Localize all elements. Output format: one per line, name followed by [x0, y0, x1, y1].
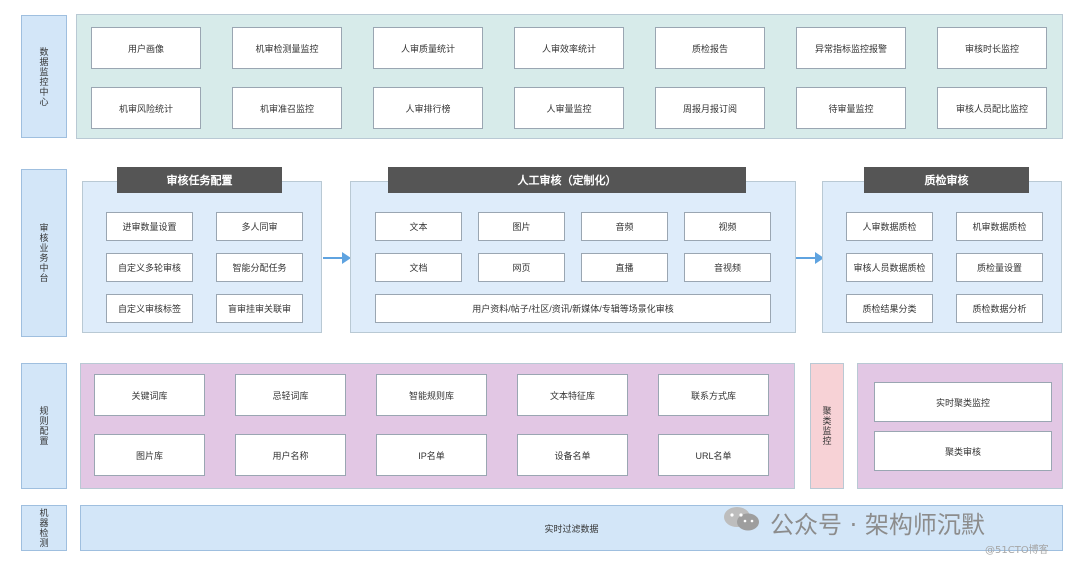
row-label-rules: 规则配置 — [21, 363, 67, 489]
rule-item: 文本特征库 — [517, 374, 628, 416]
monitor-item: 机审检测量监控 — [232, 27, 342, 69]
manual-review-title: 人工审核（定制化） — [388, 167, 746, 193]
task-config-item: 智能分配任务 — [216, 253, 303, 282]
rule-item: 图片库 — [94, 434, 205, 476]
monitor-item: 人审效率统计 — [514, 27, 624, 69]
monitor-item: 机审风险统计 — [91, 87, 201, 129]
quality-check-item: 质检量设置 — [956, 253, 1043, 282]
arrow-right-icon — [323, 251, 351, 265]
manual-review-item: 网页 — [478, 253, 565, 282]
quality-check-item: 审核人员数据质检 — [846, 253, 933, 282]
rule-item: 智能规则库 — [376, 374, 487, 416]
wechat-icon — [722, 504, 762, 534]
rule-item: 用户名称 — [235, 434, 346, 476]
manual-review-item: 图片 — [478, 212, 565, 241]
monitor-item: 待审量监控 — [796, 87, 906, 129]
quality-check-item: 机审数据质检 — [956, 212, 1043, 241]
task-config-item: 自定义多轮审核 — [106, 253, 193, 282]
quality-check-title: 质检审核 — [864, 167, 1029, 193]
rule-item: 联系方式库 — [658, 374, 769, 416]
manual-review-item: 音频 — [581, 212, 668, 241]
realtime-cluster-monitor-box: 实时聚类监控 — [874, 382, 1052, 422]
manual-review-item: 音视频 — [684, 253, 771, 282]
task-config-item: 盲审挂审关联审 — [216, 294, 303, 323]
cluster-monitor-label: 聚类监控 — [810, 363, 844, 489]
row-label-machine: 机器检测 — [21, 505, 67, 551]
rule-item: IP名单 — [376, 434, 487, 476]
monitor-item: 审核时长监控 — [937, 27, 1047, 69]
monitor-item: 人审量监控 — [514, 87, 624, 129]
manual-review-item: 文本 — [375, 212, 462, 241]
monitor-item: 周报月报订阅 — [655, 87, 765, 129]
monitor-item: 机审准召监控 — [232, 87, 342, 129]
manual-review-item: 视频 — [684, 212, 771, 241]
monitor-item: 审核人员配比监控 — [937, 87, 1047, 129]
realtime-filter-bar: 实时过滤数据 — [80, 505, 1063, 551]
row-label-business: 审核业务中台 — [21, 169, 67, 337]
monitor-item: 用户画像 — [91, 27, 201, 69]
cluster-review-box: 聚类审核 — [874, 431, 1052, 471]
watermark-sub: @51CTO博客 — [985, 545, 1049, 556]
scenario-review-box: 用户资料/帖子/社区/资讯/新媒体/专辑等场景化审核 — [375, 294, 771, 323]
rule-item: 设备名单 — [517, 434, 628, 476]
quality-check-item: 人审数据质检 — [846, 212, 933, 241]
monitor-item: 质检报告 — [655, 27, 765, 69]
task-config-title: 审核任务配置 — [117, 167, 282, 193]
quality-check-item: 质检结果分类 — [846, 294, 933, 323]
manual-review-item: 直播 — [581, 253, 668, 282]
watermark-main: 公众号 · 架构师沉默 — [770, 511, 985, 539]
rule-item: URL名单 — [658, 434, 769, 476]
rule-item: 忌轻词库 — [235, 374, 346, 416]
row-label-monitor: 数据监控中心 — [21, 15, 67, 138]
monitor-item: 异常指标监控报警 — [796, 27, 906, 69]
task-config-item: 自定义审核标签 — [106, 294, 193, 323]
monitor-item: 人审排行榜 — [373, 87, 483, 129]
task-config-item: 进审数量设置 — [106, 212, 193, 241]
rule-item: 关键词库 — [94, 374, 205, 416]
manual-review-item: 文档 — [375, 253, 462, 282]
monitor-item: 人审质量统计 — [373, 27, 483, 69]
task-config-item: 多人同审 — [216, 212, 303, 241]
quality-check-item: 质检数据分析 — [956, 294, 1043, 323]
arrow-right-icon — [796, 251, 824, 265]
